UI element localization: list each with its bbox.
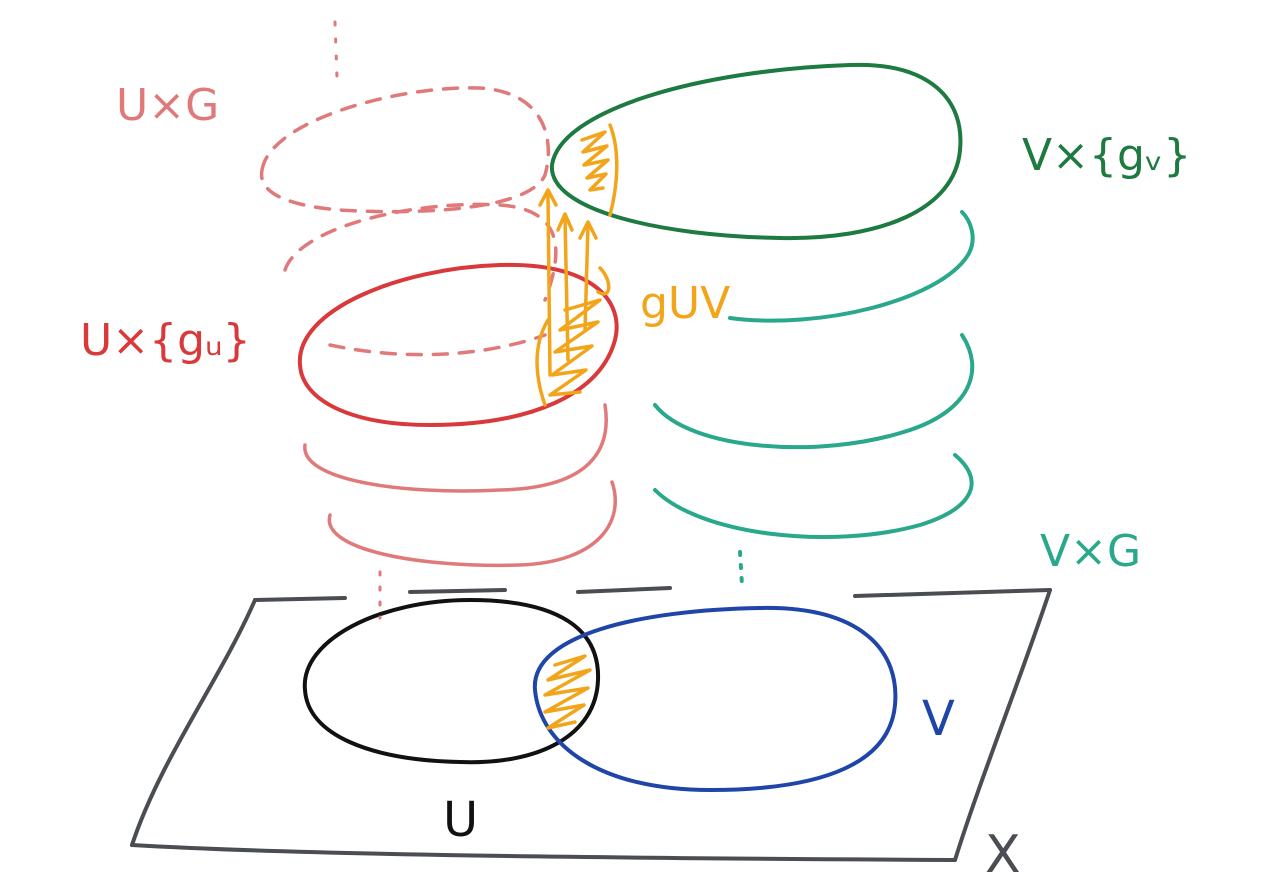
transition-map-guv	[535, 123, 619, 407]
u-times-g-stack	[259, 20, 617, 620]
label-x: X	[985, 825, 1021, 884]
set-u-outline	[302, 598, 601, 765]
label-v-times-g: V×G	[1040, 526, 1141, 577]
u-times-gu-sheet	[297, 262, 619, 427]
label-u-times-gu: U×{gᵤ}	[80, 315, 251, 366]
base-plane-x	[130, 586, 1052, 862]
label-g-uv: gUV	[640, 278, 730, 329]
v-times-g-stack	[653, 210, 975, 587]
v-times-gv-sheet	[549, 62, 963, 241]
set-v-outline	[532, 605, 898, 792]
overlap-u-v-hatch	[543, 654, 592, 730]
label-v: V	[922, 691, 955, 747]
label-u: U	[443, 792, 478, 848]
label-u-times-g: U×G	[116, 80, 219, 131]
label-v-times-gv: V×{gᵥ}	[1022, 130, 1191, 181]
